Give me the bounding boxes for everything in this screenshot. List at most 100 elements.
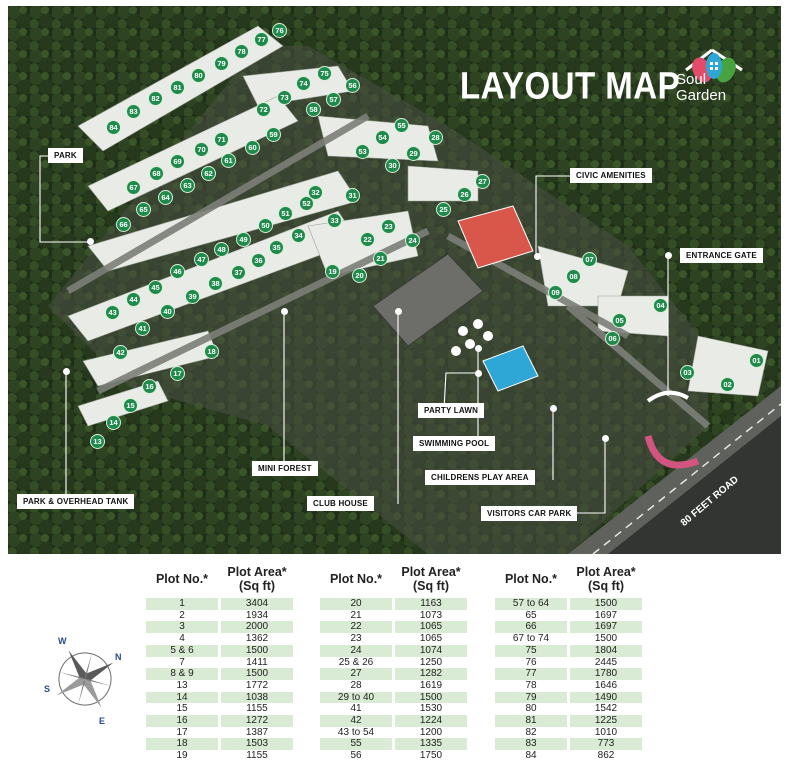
plot-area: 3404 [221,598,293,610]
plot-marker-59: 59 [266,127,281,142]
plot-no: 8 & 9 [146,668,218,680]
marker-civic-amenities [534,253,541,260]
plot-no: 66 [495,621,567,634]
plot-marker-71: 71 [214,132,229,147]
plot-marker-52: 52 [299,196,314,211]
marker-party-lawn [475,370,482,377]
marker-swimming-pool [475,345,482,352]
plot-area: 2445 [570,656,642,669]
plot-marker-81: 81 [170,80,185,95]
plot-marker-78: 78 [234,44,249,59]
plot-area: 1387 [221,726,293,739]
plot-area: 1073 [395,609,467,622]
plot-no: 13 [146,679,218,692]
plot-no: 57 to 64 [495,598,567,610]
plot-marker-79: 79 [214,56,229,71]
plot-area: 1200 [395,726,467,739]
plot-area: 1155 [221,703,293,716]
header-plot-no: Plot No.* [329,572,383,586]
plot-marker-42: 42 [113,345,128,360]
marker-club-house [395,308,402,315]
plot-no: 19 [146,750,218,762]
plot-no: 41 [320,703,392,716]
plot-marker-83: 83 [126,104,141,119]
compass-e: E [99,716,105,726]
plot-no: 83 [495,738,567,751]
plot-marker-35: 35 [269,240,284,255]
label-childrens-play-area: CHILDRENS PLAY AREA [425,470,535,485]
plot-marker-15: 15 [123,398,138,413]
plot-no: 65 [495,609,567,622]
plot-no: 21 [320,609,392,622]
plot-marker-49: 49 [236,232,251,247]
plot-marker-34: 34 [291,228,306,243]
plot-marker-64: 64 [158,190,173,205]
label-mini-forest: MINI FOREST [252,461,318,476]
plot-no: 42 [320,715,392,727]
header-plot-no: Plot No.* [155,572,209,586]
label-civic-amenities: CIVIC AMENITIES [570,168,652,183]
plot-marker-33: 33 [327,213,342,228]
plot-marker-72: 72 [256,102,271,117]
plot-area: 1074 [395,644,467,657]
plot-marker-43: 43 [105,305,120,320]
plot-area: 1155 [221,750,293,762]
plot-area: 1224 [395,715,467,727]
plot-area: 1010 [570,726,642,739]
plot-no: 55 [320,738,392,751]
plot-marker-69: 69 [170,154,185,169]
plot-area: 773 [570,738,642,751]
plot-no: 81 [495,715,567,727]
plot-marker-13: 13 [90,434,105,449]
plot-marker-40: 40 [160,304,175,319]
label-park-overhead-tank: PARK & OVERHEAD TANK [17,494,135,509]
compass-rose-icon: W N S E [44,636,122,726]
plot-area: 1065 [395,621,467,634]
plot-marker-26: 26 [457,187,472,202]
plot-marker-67: 67 [126,180,141,195]
plot-area: 1163 [395,598,467,610]
plot-marker-48: 48 [214,242,229,257]
plot-no: 15 [146,703,218,716]
plot-marker-75: 75 [317,66,332,81]
plot-area: 1697 [570,621,642,634]
compass-w: W [58,636,67,646]
plot-no: 75 [495,644,567,657]
plot-no: 78 [495,679,567,692]
plot-no: 56 [320,750,392,762]
plot-area: 1503 [221,738,293,751]
plot-area: 1500 [570,633,642,645]
plot-area: 1411 [221,656,293,669]
plot-no: 7 [146,656,218,669]
plot-area: 862 [570,750,642,762]
plot-no: 80 [495,703,567,716]
plot-no: 29 to 40 [320,691,392,704]
label-entrance-gate: ENTRANCE GATE [680,248,763,263]
plot-marker-46: 46 [170,264,185,279]
plot-marker-38: 38 [208,276,223,291]
plot-marker-62: 62 [201,166,216,181]
brand-name-line2: Garden [676,87,727,104]
soul-garden-logo [685,48,743,83]
marker-park [87,238,94,245]
